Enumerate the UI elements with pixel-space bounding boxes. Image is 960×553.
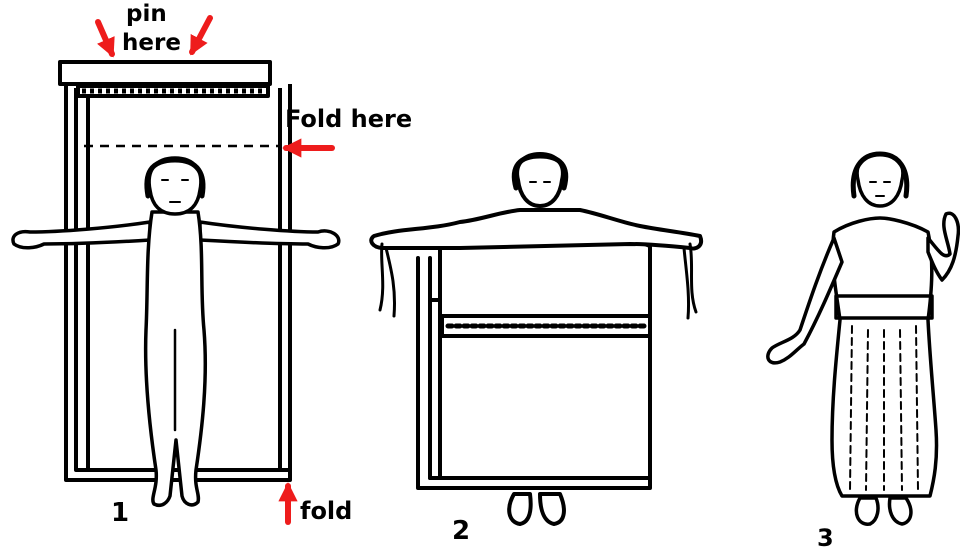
fold-label: fold [300, 496, 352, 526]
here-label: here [122, 30, 181, 56]
step3-figure [768, 154, 959, 524]
step-number-2: 2 [452, 516, 470, 546]
step-number-1: 1 [111, 498, 129, 528]
pin-label: pin [126, 2, 167, 26]
step-number-3: 3 [817, 524, 834, 552]
step2-garment [371, 154, 701, 524]
fold-here-label: Fold here [285, 104, 412, 134]
